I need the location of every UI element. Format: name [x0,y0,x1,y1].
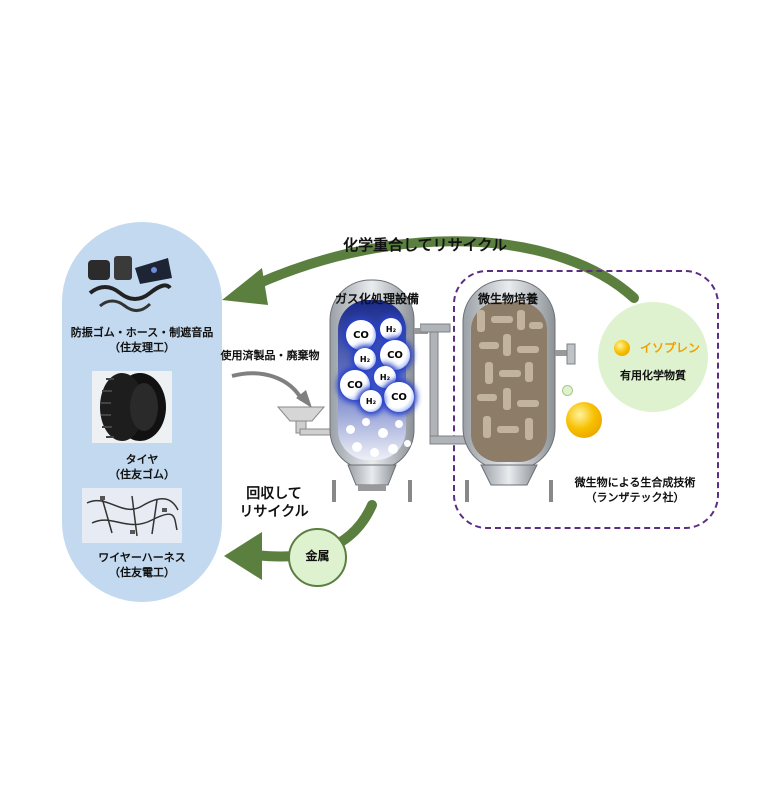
isoprene-circle [598,302,708,412]
co-molecule: CO [384,382,414,412]
chemical-recycle-label: 化学重合してリサイクル [305,238,545,253]
product-bubble-large [566,402,602,438]
gas-bubble [388,444,398,454]
collect-recycle-label: 回収して リサイクル [224,485,324,521]
h2-molecule: H₂ [360,390,382,412]
gas-bubble [395,420,403,428]
co-molecule: CO [346,320,376,350]
isoprene-caption: 有用化学物質 [598,368,708,383]
gas-bubble [346,425,355,434]
gas-tank-label: ガス化処理設備 [322,290,432,307]
input-waste-label: 使用済製品・廃棄物 [205,348,335,363]
isoprene-label: イソプレン [630,341,710,356]
isoprene-dot [614,340,630,356]
h2-molecule: H₂ [380,318,402,340]
gas-bubble [352,442,362,452]
gas-bubble [378,428,388,438]
h2-molecule: H₂ [354,348,376,370]
gas-bubble [362,418,370,426]
metal-label: 金属 [288,549,347,564]
lanzatech-caption: 微生物による生合成技術 （ランザテック社） [560,475,710,505]
gas-bubble [404,440,411,447]
gas-bubble [370,448,379,457]
product-bubble-small [562,385,573,396]
microbe-tank-label: 微生物培養 [458,290,558,307]
